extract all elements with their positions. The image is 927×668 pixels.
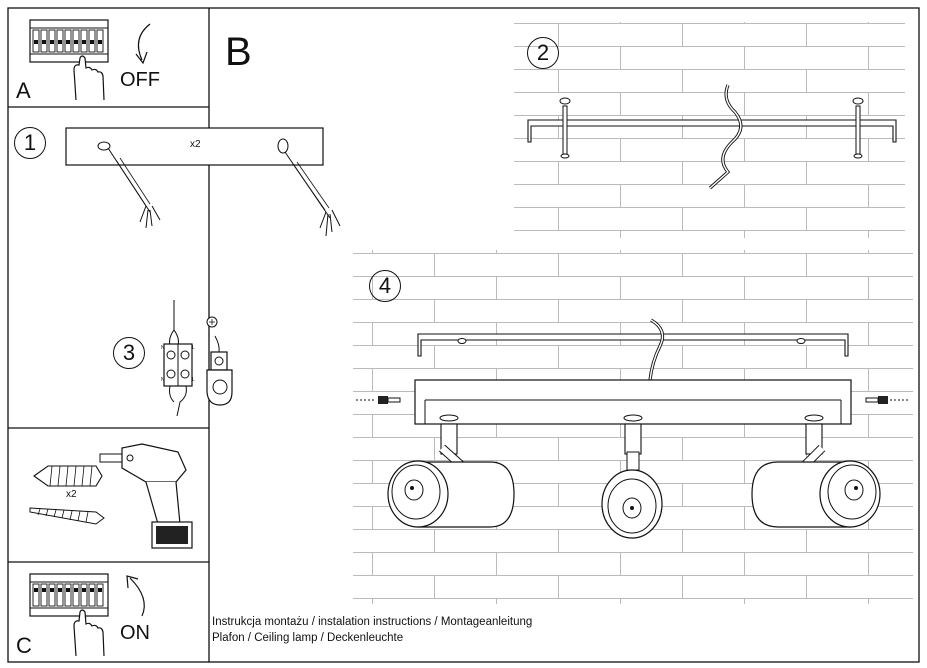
page-frame: [7, 7, 920, 663]
wall-mount-step-illustration: [512, 22, 905, 238]
terminal-label-l-bottom: L: [192, 377, 195, 383]
panel-b-letter: B: [225, 30, 252, 74]
dowel-count-label: x2: [66, 489, 77, 500]
fuse-box-off-illustration: [29, 19, 151, 101]
step-3-badge: 3: [113, 337, 145, 369]
mounting-bar-illustration: [65, 127, 341, 237]
panel-c-letter: C: [16, 633, 32, 658]
step-4-badge: 4: [369, 270, 401, 302]
mounted-spotlight-illustration: [353, 250, 913, 604]
step-1-badge: 1: [14, 127, 46, 159]
terminal-label-l-top: L: [192, 345, 195, 351]
caption-line-1: Instrukcja montażu / instalation instruc…: [212, 616, 533, 628]
wiring-connector-illustration: [163, 300, 233, 417]
switch-on-label: ON: [120, 622, 150, 644]
fuse-box-on-illustration: [29, 573, 145, 657]
step-2-badge: 2: [527, 37, 559, 69]
terminal-label-n-top: N: [161, 345, 165, 351]
switch-off-label: OFF: [120, 69, 160, 91]
terminal-label-n-bottom: N: [161, 377, 165, 383]
caption-line-2: Plafon / Ceiling lamp / Deckenleuchte: [212, 632, 404, 644]
step-1-count-label: x2: [190, 139, 201, 150]
panel-a-letter: A: [16, 78, 31, 103]
drill-and-dowels-illustration: [29, 443, 193, 549]
